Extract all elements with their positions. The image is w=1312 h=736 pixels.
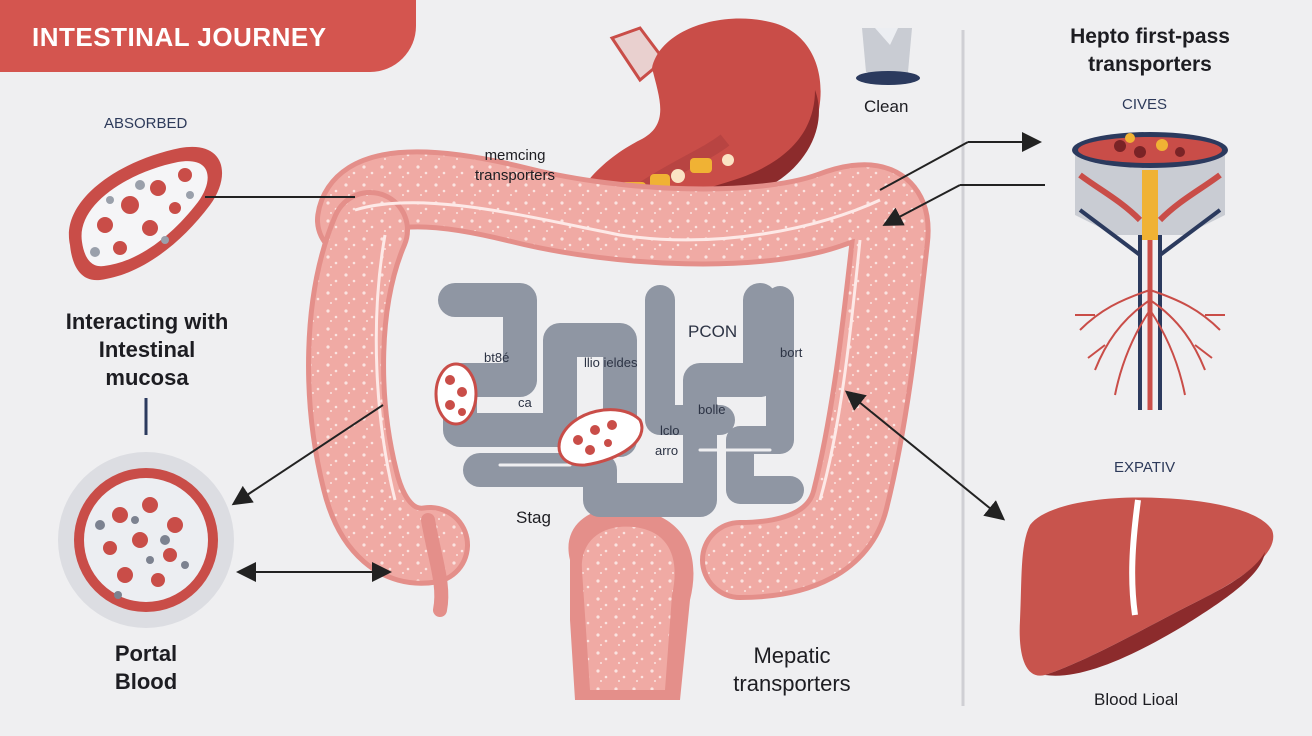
label-interacting: Interacting with Intestinal mucosa: [40, 308, 254, 392]
blood-vessel-cross-section-icon: [68, 146, 223, 281]
maze-text-7: ca: [518, 395, 532, 410]
label-portal-line1: Portal: [114, 641, 178, 666]
label-memcing: memcing transporters: [460, 146, 570, 186]
maze-text-5: lclo: [660, 423, 680, 438]
maze-text-1: bt8é: [484, 350, 510, 365]
maze-text-3: bort: [780, 345, 803, 360]
label-portal-line2: Blood: [114, 669, 178, 694]
label-clean: Clean: [864, 97, 909, 116]
label-hepto-line2: transporters: [1088, 53, 1212, 76]
maze-text-6: arro: [655, 443, 679, 458]
label-cives: CIVES: [1122, 96, 1168, 113]
liver-icon: [1019, 497, 1274, 676]
label-absorbed: ABSORBED: [104, 115, 188, 132]
connector-arrows: [144, 132, 1045, 582]
small-intestine-maze: [438, 283, 804, 517]
label-interacting-line1: Interacting with: [65, 309, 229, 334]
label-stag: Stag: [516, 508, 551, 527]
maze-cell-icon: [434, 362, 644, 467]
label-memcing-line1: memcing: [484, 147, 546, 164]
label-interacting-line2: Intestinal: [98, 337, 196, 362]
label-portal-blood: Portal Blood: [96, 640, 196, 696]
label-expativ: EXPATIV: [1114, 459, 1176, 476]
maze-text-2: llio ieldes: [584, 355, 638, 370]
label-mepatic: Mepatic transporters: [712, 642, 872, 698]
label-mepatic-line2: transporters: [733, 671, 851, 696]
label-hepto-line1: Hepto first-pass: [1070, 25, 1230, 48]
label-pcon: PCON: [688, 322, 738, 341]
liver-filter-icon: [1072, 132, 1228, 410]
maze-text-4: bolle: [698, 402, 726, 417]
portal-vessel-icon: [58, 452, 234, 628]
beaker-icon: [856, 28, 920, 85]
title-banner: INTESTINAL JOURNEY: [0, 0, 416, 72]
label-blood-lood: Blood Lioal: [1094, 690, 1179, 709]
label-interacting-line3: mucosa: [105, 365, 189, 390]
label-mepatic-line1: Mepatic: [753, 643, 831, 668]
label-hepto: Hepto first-pass transporters: [1040, 23, 1260, 79]
label-memcing-line2: transporters: [474, 167, 556, 184]
page-title: INTESTINAL JOURNEY: [32, 22, 327, 52]
